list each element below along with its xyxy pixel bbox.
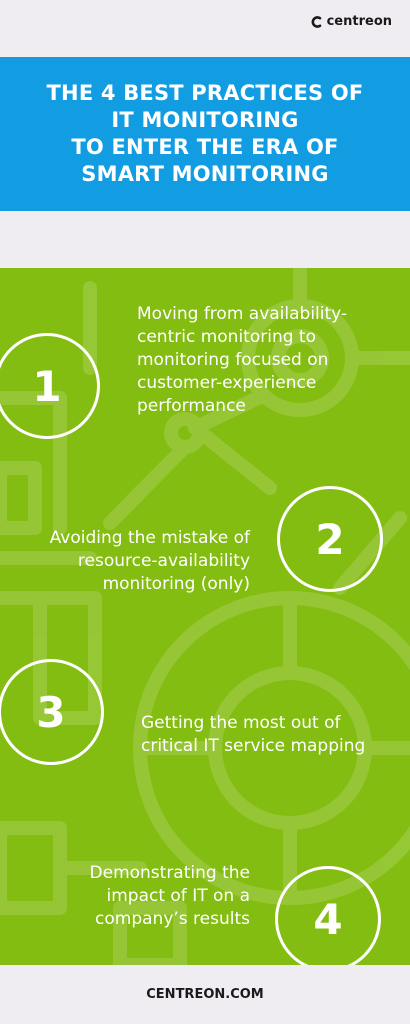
practice-text-line: critical IT service mapping <box>141 736 366 756</box>
footer-website-link[interactable]: CENTREON.COM <box>0 965 410 1024</box>
practices-panel: 1 Moving from availability- centric moni… <box>0 268 410 965</box>
practice-number: 4 <box>313 894 343 944</box>
practice-number: 2 <box>315 514 345 564</box>
practice-text-line: Demonstrating the <box>89 863 250 883</box>
practice-text-line: company’s results <box>95 909 250 929</box>
practice-text: Getting the most out of critical IT serv… <box>141 712 365 758</box>
practice-text-line: monitoring (only) <box>102 574 250 594</box>
title-banner: THE 4 BEST PRACTICES OF IT MONITORING TO… <box>0 57 410 211</box>
practice-number-circle: 3 <box>0 659 104 765</box>
practice-text: Demonstrating the impact of IT on a comp… <box>90 862 250 931</box>
practice-text-line: Avoiding the mistake of <box>49 528 250 548</box>
practice-number: 1 <box>32 361 62 411</box>
logo-text: centreon <box>326 14 392 29</box>
practice-text-line: customer-experience <box>137 373 317 393</box>
practice-number-circle: 2 <box>277 486 383 592</box>
practice-text-line: performance <box>137 396 246 416</box>
practice-text-line: centric monitoring to <box>137 327 316 347</box>
practice-text-line: monitoring focused on <box>137 350 329 370</box>
practice-number: 3 <box>36 687 66 737</box>
footer-text[interactable]: CENTREON.COM <box>146 987 264 1002</box>
practice-number-circle: 1 <box>0 333 100 439</box>
practice-text-line: impact of IT on a <box>106 886 251 906</box>
title-line: IT MONITORING <box>111 108 299 132</box>
practice-text-line: resource-availability <box>77 551 250 571</box>
title-line: SMART MONITORING <box>81 162 329 186</box>
practice-text: Avoiding the mistake of resource-availab… <box>50 527 250 596</box>
title-line: THE 4 BEST PRACTICES OF <box>46 81 364 105</box>
centreon-logo: centreon <box>309 14 392 29</box>
practice-number-circle: 4 <box>275 866 381 965</box>
title-line: TO ENTER THE ERA OF <box>71 135 339 159</box>
practice-text-line: Moving from availability- <box>137 304 348 324</box>
centreon-c-icon <box>309 15 322 28</box>
practice-text: Moving from availability- centric monito… <box>137 303 347 418</box>
practice-text-line: Getting the most out of <box>141 713 341 733</box>
